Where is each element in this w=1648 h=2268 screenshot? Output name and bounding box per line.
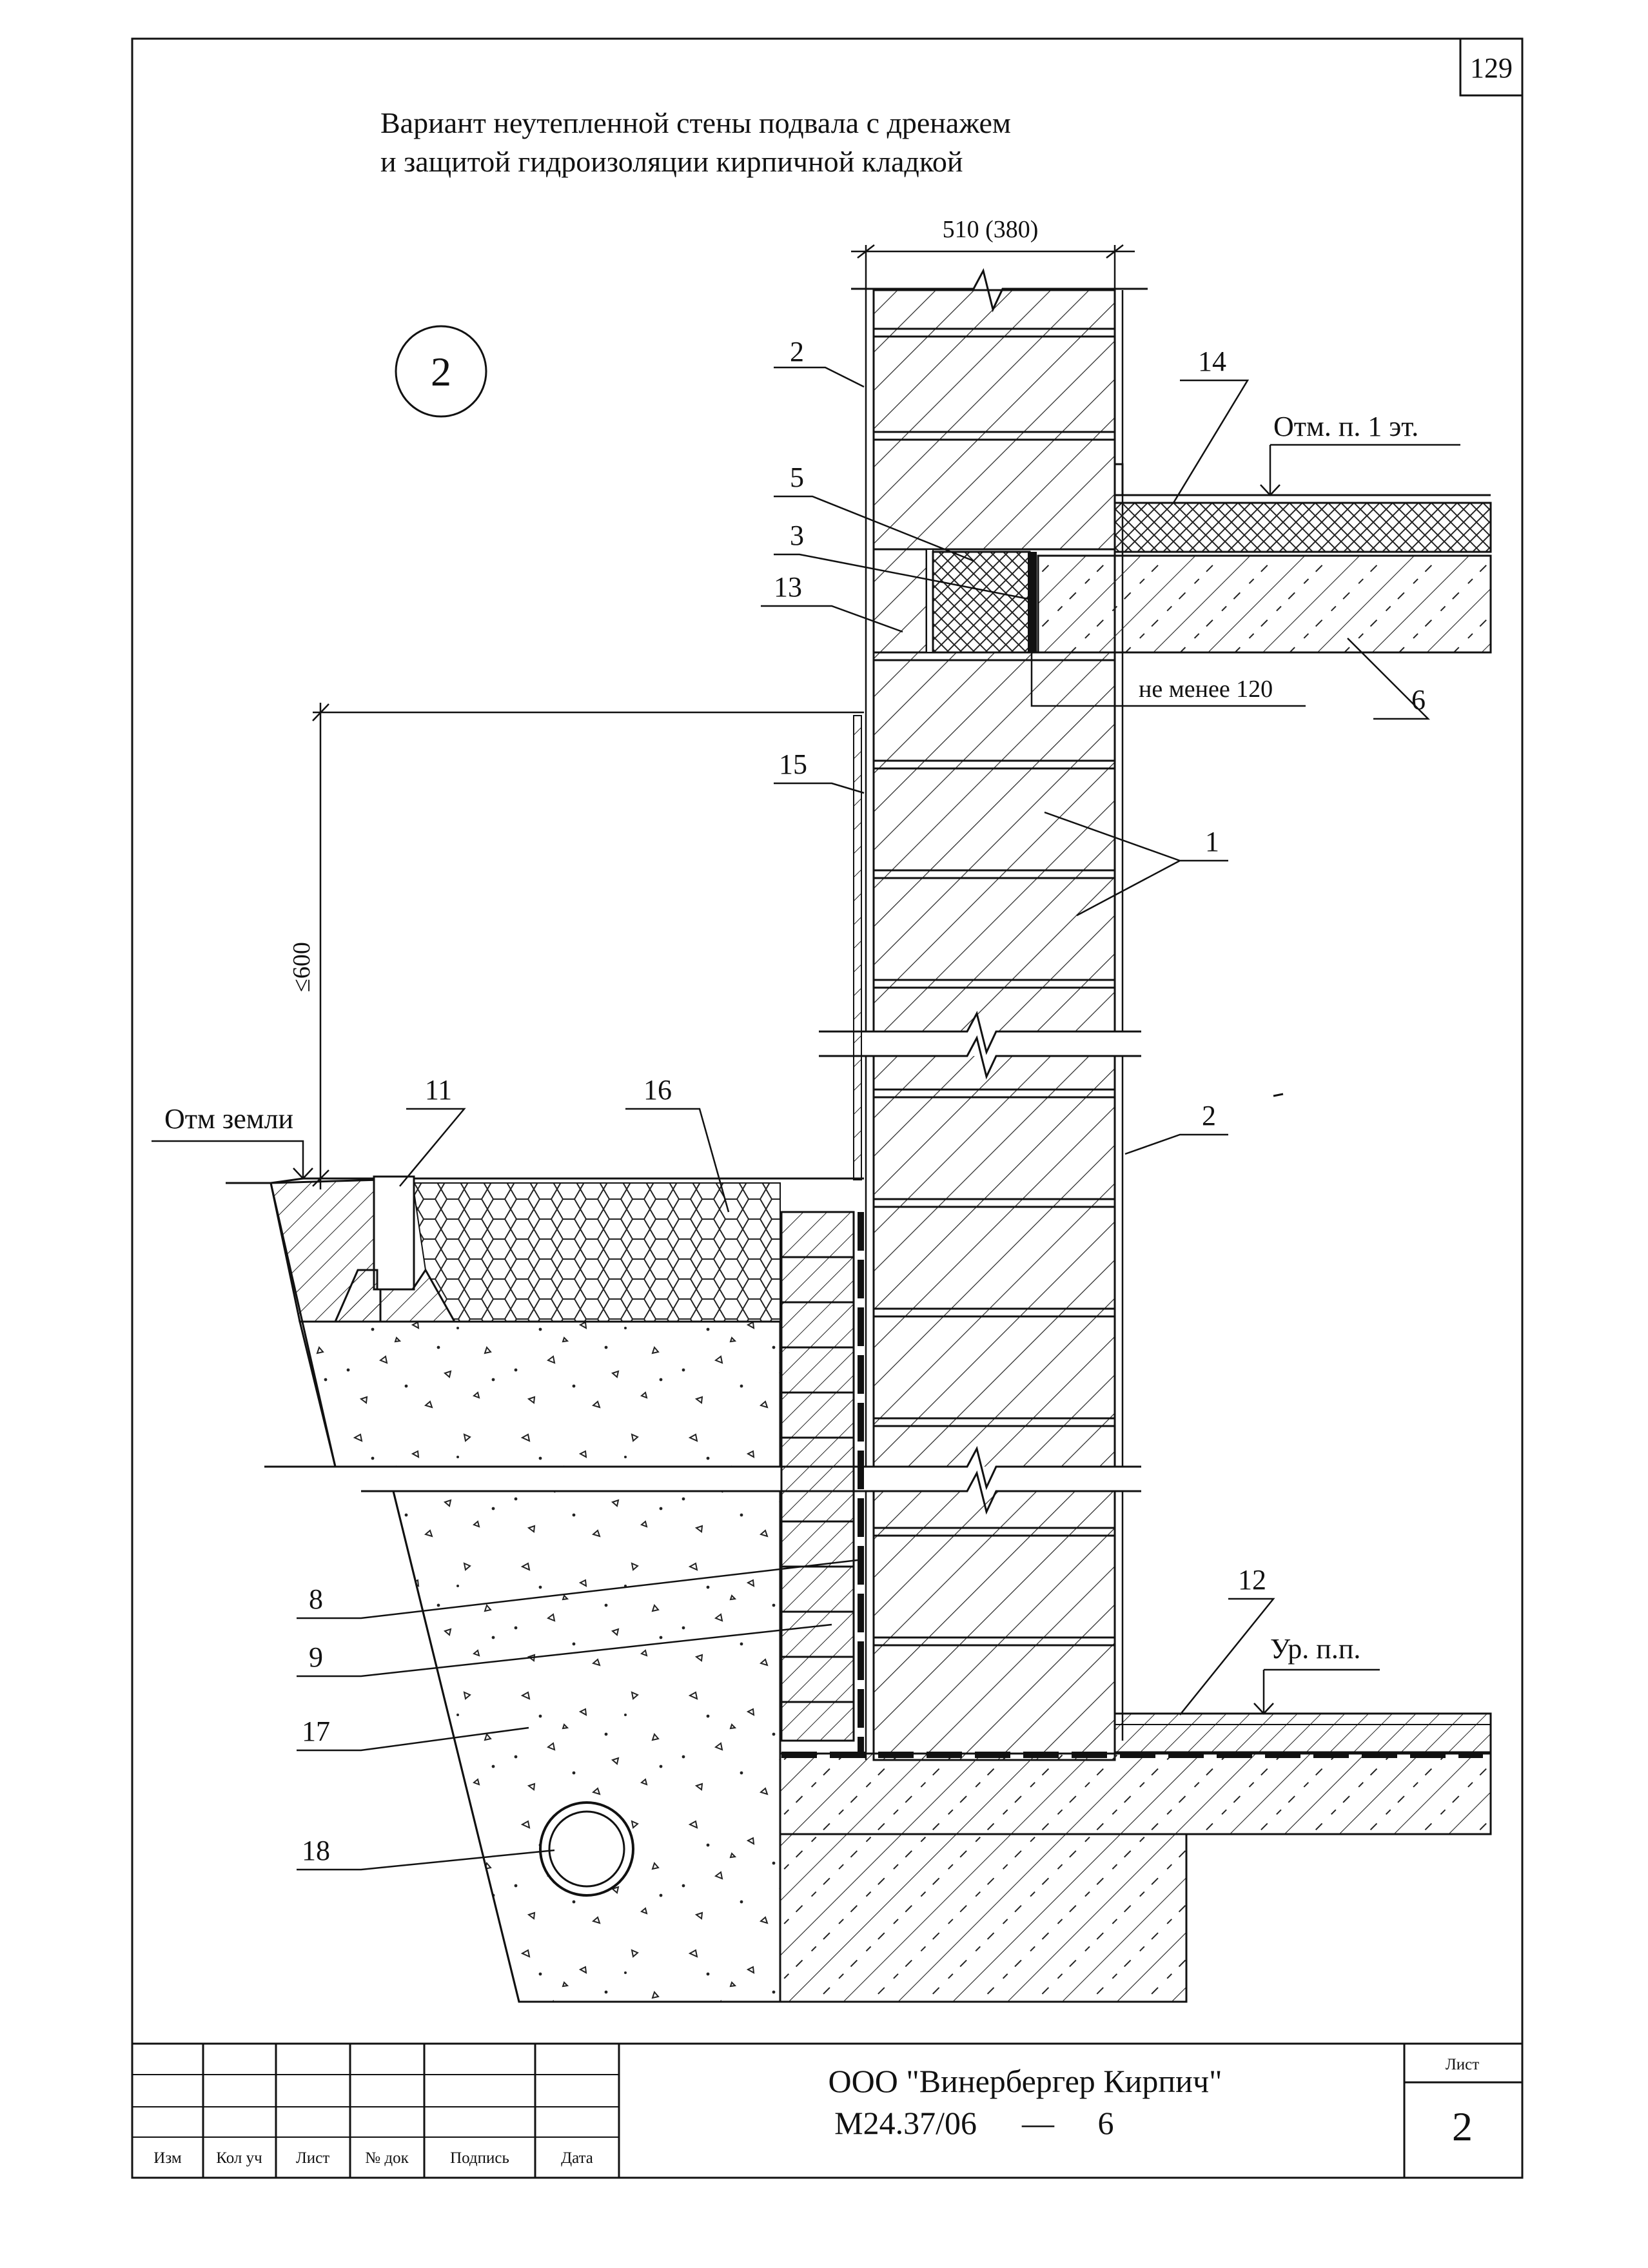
leader-2a bbox=[774, 366, 865, 388]
elevation-first-floor-label: Отм. п. 1 эт. bbox=[1273, 411, 1418, 442]
callout-2a: 2 bbox=[790, 336, 804, 367]
callout-13: 13 bbox=[774, 571, 802, 603]
tb-dash: — bbox=[1021, 2105, 1055, 2141]
tb-sheet-label: Лист bbox=[1446, 2056, 1479, 2073]
tb-col-izm: Изм bbox=[153, 2149, 182, 2167]
leader-11 bbox=[399, 1108, 466, 1187]
leader-18 bbox=[297, 1849, 555, 1871]
floor-insulation bbox=[1113, 502, 1492, 553]
page-number-box bbox=[1459, 37, 1524, 97]
leader-16 bbox=[625, 1108, 730, 1213]
leader-14 bbox=[1172, 379, 1250, 503]
leader-2b bbox=[1124, 1133, 1228, 1155]
dimension-min-bearing-label: не менее 120 bbox=[1139, 676, 1273, 703]
foundation bbox=[779, 1752, 1492, 2003]
callout-14: 14 bbox=[1198, 346, 1226, 377]
basement-floor bbox=[1113, 1712, 1492, 1754]
gravel-fill bbox=[411, 1182, 781, 1322]
leader-13 bbox=[761, 605, 903, 633]
leader-8 bbox=[297, 1559, 858, 1619]
break-line-lower bbox=[264, 1445, 1141, 1515]
leader-1 bbox=[1044, 811, 1228, 917]
break-line-top bbox=[851, 268, 1148, 313]
tb-col-doc: № док bbox=[365, 2149, 409, 2167]
callout-1: 1 bbox=[1205, 826, 1219, 857]
tb-col-data: Дата bbox=[561, 2149, 593, 2167]
elevation-first-floor bbox=[1260, 444, 1460, 496]
leader-12 bbox=[1179, 1598, 1275, 1716]
dimension-height-label: ≤600 bbox=[288, 942, 315, 992]
tb-col-list: Лист bbox=[296, 2149, 329, 2167]
callout-9: 9 bbox=[309, 1641, 323, 1673]
elevation-ground bbox=[152, 1140, 313, 1180]
tb-document-suffix: 6 bbox=[1098, 2105, 1114, 2141]
callout-3: 3 bbox=[790, 520, 804, 551]
callout-11: 11 bbox=[425, 1074, 452, 1106]
floor-slab bbox=[1037, 554, 1492, 654]
sand-backfill-upper bbox=[299, 1320, 781, 1468]
leader-5 bbox=[774, 495, 974, 562]
callout-8: 8 bbox=[309, 1583, 323, 1615]
dimension-min-bearing bbox=[1030, 652, 1306, 707]
dimension-wall-width bbox=[851, 244, 1135, 290]
callout-18: 18 bbox=[302, 1835, 330, 1866]
protective-brick-layer bbox=[780, 1211, 855, 1742]
leader-6 bbox=[1347, 638, 1431, 720]
callout-17: 17 bbox=[302, 1716, 330, 1747]
leader-15 bbox=[774, 782, 865, 794]
elevation-ground-label: Отм земли bbox=[164, 1103, 293, 1135]
elevation-floor-level bbox=[1253, 1668, 1380, 1715]
leader-3 bbox=[774, 553, 1032, 601]
tb-document-code: М24.37/06 bbox=[834, 2105, 977, 2141]
drawing-title-line1: Вариант неутепленной стены подвала с дре… bbox=[380, 106, 1011, 139]
waterproofing-layer bbox=[853, 715, 864, 1754]
title-block bbox=[131, 2042, 1524, 2179]
brick-wall bbox=[865, 289, 1124, 1761]
drain-channel bbox=[373, 1175, 415, 1291]
dimension-wall-width-label: 510 (380) bbox=[943, 216, 1039, 243]
drawing-title-line2: и защитой гидроизоляции кирпичной кладко… bbox=[380, 145, 963, 178]
leader-9 bbox=[297, 1623, 832, 1677]
tb-col-kol-uch: Кол уч bbox=[216, 2149, 262, 2167]
page-number: 129 bbox=[1470, 52, 1513, 84]
section-marker-circle bbox=[395, 325, 487, 418]
callout-2b: 2 bbox=[1202, 1100, 1216, 1131]
callout-5: 5 bbox=[790, 462, 804, 493]
tb-sheet-number: 2 bbox=[1452, 2104, 1473, 2149]
callout-6: 6 bbox=[1411, 684, 1426, 716]
sand-backfill-lower bbox=[392, 1490, 781, 2003]
elevation-floor-level-label: Ур. п.п. bbox=[1270, 1633, 1360, 1665]
tb-col-podpis: Подпись bbox=[450, 2149, 509, 2167]
callout-12: 12 bbox=[1238, 1564, 1266, 1596]
break-line-upper bbox=[819, 1010, 1141, 1080]
ground-surface bbox=[226, 1177, 864, 1184]
tb-organization: ООО "Винербергер Кирпич" bbox=[829, 2063, 1222, 2099]
callout-16: 16 bbox=[643, 1074, 672, 1106]
leader-17 bbox=[297, 1726, 529, 1752]
section-marker-label: 2 bbox=[431, 349, 451, 395]
dimension-height bbox=[312, 703, 864, 1189]
callout-15: 15 bbox=[779, 748, 807, 780]
drain-pipe bbox=[539, 1801, 634, 1897]
